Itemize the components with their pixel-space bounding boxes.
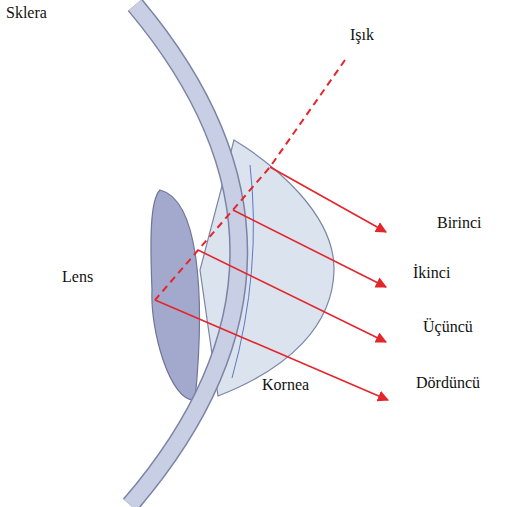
sclera-outline	[130, 5, 239, 505]
reflection-label: Dördüncü	[416, 374, 480, 392]
part-label: Sklera	[6, 4, 47, 22]
reflection-label: İkinci	[413, 264, 450, 282]
sclera-band	[130, 5, 239, 505]
reflection-ray	[233, 210, 386, 287]
reflection-ray	[270, 167, 386, 232]
part-label: Kornea	[262, 376, 309, 394]
reflection-label: Birinci	[437, 214, 481, 232]
reflection-ray	[155, 300, 388, 400]
reflection-label: Üçüncü	[423, 318, 473, 336]
part-label: Lens	[62, 268, 93, 286]
ray-label: Işık	[350, 26, 374, 44]
reflection-ray	[198, 250, 386, 342]
incident-light-ray	[155, 60, 345, 300]
